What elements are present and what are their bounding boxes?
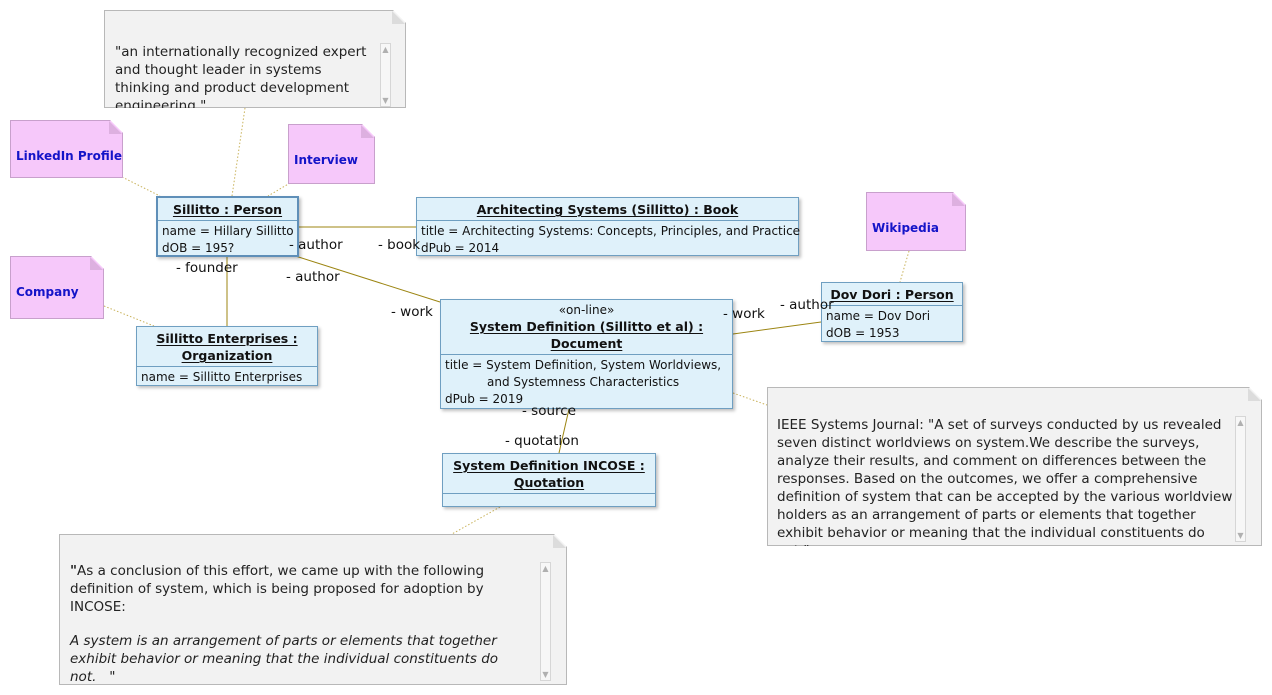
object-header: Architecting Systems (Sillitto) : Book [417, 198, 798, 221]
stereotype-label: «on-line» [558, 303, 615, 317]
role-label-author: - author [286, 269, 340, 285]
ieee-abstract-text: IEEE Systems Journal: "A set of surveys … [777, 417, 1233, 559]
attribute: title = System Definition, System Worldv… [445, 358, 722, 372]
attribute: title = Architecting Systems: Concepts, … [421, 224, 801, 238]
anchor-linkedin-sillitto[interactable] [121, 176, 161, 197]
role-label-author: - author [289, 237, 343, 253]
object-attributes: name = Sillitto Enterprises [137, 367, 317, 388]
anchor-incose-quotation[interactable] [451, 506, 501, 535]
system-definition-incose-quotation-object[interactable]: System Definition INCOSE : Quotation [442, 453, 656, 507]
attribute: dOB = 1953 [826, 326, 900, 340]
incose-definition-text: A system is an arrangement of parts or e… [70, 633, 499, 685]
object-attributes: title = System Definition, System Worldv… [441, 355, 732, 410]
linkedin-profile-link[interactable]: LinkedIn Profile [16, 149, 122, 163]
note-scrollbar[interactable]: ▲ ▼ [540, 562, 551, 681]
scroll-up-icon[interactable]: ▲ [1237, 418, 1244, 427]
object-header: System Definition INCOSE : Quotation [443, 454, 655, 494]
object-title: Organization [181, 348, 273, 363]
anchor-company-enterprises[interactable] [103, 305, 155, 327]
linkedin-profile-note[interactable]: LinkedIn Profile [10, 120, 123, 178]
attribute: name = Dov Dori [826, 309, 931, 323]
role-label-author: - author [780, 297, 834, 313]
sillitto-quote-text: "an internationally recognized expert an… [115, 44, 367, 114]
object-header: Sillitto : Person [158, 198, 297, 221]
sillitto-person-object[interactable]: Sillitto : Person name = Hillary Sillitt… [156, 196, 299, 257]
association-document-quotation[interactable] [558, 408, 570, 454]
object-header: «on-line» System Definition (Sillitto et… [441, 300, 732, 355]
anchor-ieee-document[interactable] [732, 392, 768, 406]
object-title: Dov Dori : Person [830, 287, 954, 302]
association-dori-document[interactable] [732, 321, 822, 335]
attribute: name = Hillary Sillitto [162, 224, 294, 238]
company-note[interactable]: Company [10, 256, 104, 319]
object-attributes: name = Hillary Sillitto dOB = 195? [158, 221, 297, 259]
object-attributes [443, 494, 655, 506]
object-title: Sillitto Enterprises : [156, 331, 298, 346]
scroll-up-icon[interactable]: ▲ [382, 45, 389, 54]
object-header: Dov Dori : Person [822, 283, 962, 306]
architecting-systems-book-object[interactable]: Architecting Systems (Sillitto) : Book t… [416, 197, 801, 259]
association-sillitto-document[interactable] [285, 252, 441, 303]
attribute: name = Sillitto Enterprises [141, 370, 303, 384]
incose-quote-note[interactable]: "As a conclusion of this effort, we came… [59, 534, 567, 685]
role-label-quotation: - quotation [505, 433, 579, 449]
dov-dori-person-object[interactable]: Dov Dori : Person name = Dov Dori dOB = … [821, 282, 963, 342]
incose-quote-text: "As a conclusion of this effort, we came… [70, 562, 540, 686]
anchor-wikipedia-dori[interactable] [899, 250, 910, 283]
anchor-interview-sillitto[interactable] [267, 182, 291, 197]
interview-note[interactable]: Interview [288, 124, 375, 184]
wikipedia-link[interactable]: Wikipedia [872, 221, 939, 235]
object-header: Sillitto Enterprises : Organization [137, 327, 317, 367]
attribute: dPub = 2014 [421, 241, 500, 255]
system-definition-document-object[interactable]: «on-line» System Definition (Sillitto et… [440, 299, 733, 409]
note-scrollbar[interactable]: ▲ ▼ [1235, 416, 1246, 542]
anchor-quote-sillitto[interactable] [231, 107, 246, 197]
object-title: Quotation [513, 475, 585, 490]
note-anchor-lines [103, 107, 910, 535]
object-attributes: title = Architecting Systems: Concepts, … [417, 221, 801, 259]
sillitto-enterprises-object[interactable]: Sillitto Enterprises : Organization name… [136, 326, 318, 386]
attribute: dPub = 2019 [445, 392, 524, 406]
object-title: Document [550, 336, 623, 351]
note-scrollbar[interactable]: ▲ ▼ [380, 43, 391, 107]
interview-link[interactable]: Interview [294, 153, 358, 167]
company-link[interactable]: Company [16, 285, 79, 299]
scroll-down-icon[interactable]: ▼ [1237, 531, 1244, 540]
object-title: System Definition (Sillitto et al) : [469, 319, 704, 334]
object-title: System Definition INCOSE : [453, 458, 645, 473]
wikipedia-note[interactable]: Wikipedia [866, 192, 966, 251]
object-attributes: name = Dov Dori dOB = 1953 [822, 306, 962, 344]
sillitto-quote-note[interactable]: "an internationally recognized expert an… [104, 10, 406, 108]
role-label-source: - source [522, 403, 576, 419]
attribute: and Systemness Characteristics [487, 375, 680, 389]
scroll-up-icon[interactable]: ▲ [542, 564, 549, 573]
close-quote-mark: " [109, 669, 116, 685]
incose-intro-text: As a conclusion of this effort, we came … [70, 563, 485, 615]
scroll-down-icon[interactable]: ▼ [542, 670, 549, 679]
role-label-founder: - founder [176, 260, 238, 276]
object-title: Architecting Systems (Sillitto) : Book [476, 202, 739, 217]
role-label-work: - work [723, 306, 765, 322]
association-lines [226, 226, 822, 454]
role-label-work: - work [391, 304, 433, 320]
attribute: dOB = 195? [162, 241, 235, 255]
role-label-book: - book [378, 237, 421, 253]
open-quote-mark: " [70, 563, 78, 579]
scroll-down-icon[interactable]: ▼ [382, 96, 389, 105]
object-title: Sillitto : Person [172, 202, 283, 217]
ieee-abstract-note[interactable]: IEEE Systems Journal: "A set of surveys … [767, 387, 1262, 546]
